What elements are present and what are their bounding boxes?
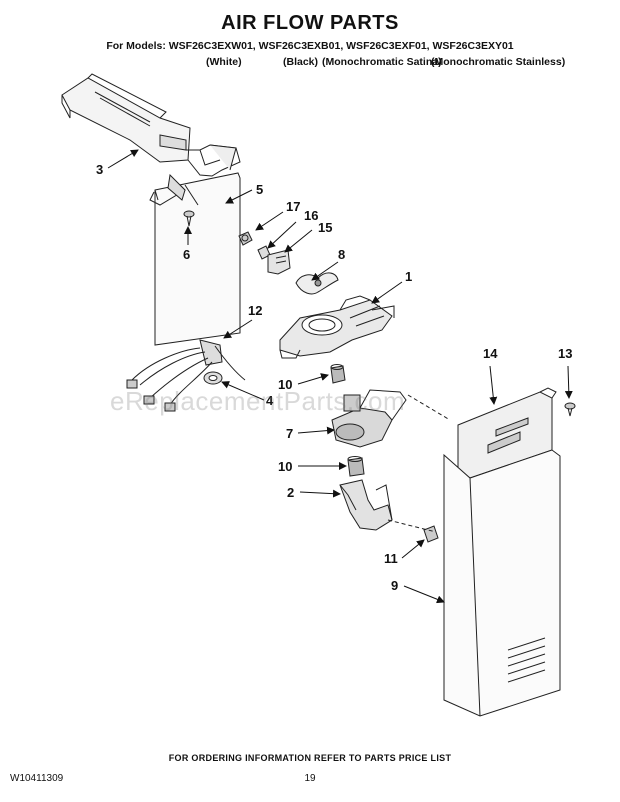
callout-15: 15	[318, 220, 332, 235]
part-17-clip	[238, 231, 253, 246]
callout-11: 11	[384, 551, 398, 566]
page-number: 19	[304, 773, 316, 784]
callout-7: 7	[286, 426, 293, 441]
page-title: AIR FLOW PARTS	[221, 12, 399, 34]
part-11-clip	[423, 525, 439, 543]
callout-6: 6	[183, 247, 190, 262]
callout-labels: 1 2 3 4 5 6 7 8 9 10 10 11 12 13 14 15 1…	[96, 162, 572, 593]
part-13-screw	[564, 402, 576, 417]
callout-10-upper: 10	[278, 377, 292, 392]
part-12-wire-harness	[126, 339, 246, 412]
leader-lines	[107, 149, 573, 604]
part-8-fan-blade	[295, 272, 339, 295]
part-15-bracket	[267, 249, 291, 275]
callout-14: 14	[483, 346, 498, 361]
callout-5: 5	[256, 182, 263, 197]
callout-4: 4	[266, 393, 274, 408]
part-9-air-tower	[443, 449, 561, 717]
model-list: For Models: WSF26C3EXW01, WSF26C3EXB01, …	[106, 40, 514, 52]
callout-9: 9	[391, 578, 398, 593]
part-2-lower-duct	[339, 479, 393, 531]
watermark: eReplacementParts.com	[110, 386, 406, 416]
ordering-note: FOR ORDERING INFORMATION REFER TO PARTS …	[168, 753, 452, 763]
variant-stainless: (Monochromatic Stainless)	[431, 56, 566, 68]
part-1-fan-housing	[279, 295, 395, 359]
callout-17: 17	[286, 199, 300, 214]
callout-1: 1	[405, 269, 412, 284]
callout-12: 12	[248, 303, 262, 318]
part-10-sleeve-upper	[330, 364, 346, 384]
part-10-sleeve-lower	[347, 456, 365, 477]
variant-satina: (Monochromatic Satina)	[322, 56, 442, 68]
callout-2: 2	[287, 485, 294, 500]
part-4-grommet	[203, 371, 223, 385]
callout-3: 3	[96, 162, 103, 177]
variant-white: (White)	[206, 56, 242, 68]
vent-grille	[507, 637, 546, 683]
part-3-duct-tray	[61, 73, 241, 177]
document-number: W10411309	[10, 773, 64, 784]
part-7-damper-motor	[331, 389, 407, 448]
callout-10-lower: 10	[278, 459, 292, 474]
callout-8: 8	[338, 247, 345, 262]
callout-13: 13	[558, 346, 572, 361]
part-5-insulation-panel	[149, 172, 241, 346]
part-14-tower-cover	[457, 387, 557, 479]
callout-16: 16	[304, 208, 318, 223]
part-6-screw	[183, 210, 195, 227]
variant-black: (Black)	[283, 56, 319, 68]
